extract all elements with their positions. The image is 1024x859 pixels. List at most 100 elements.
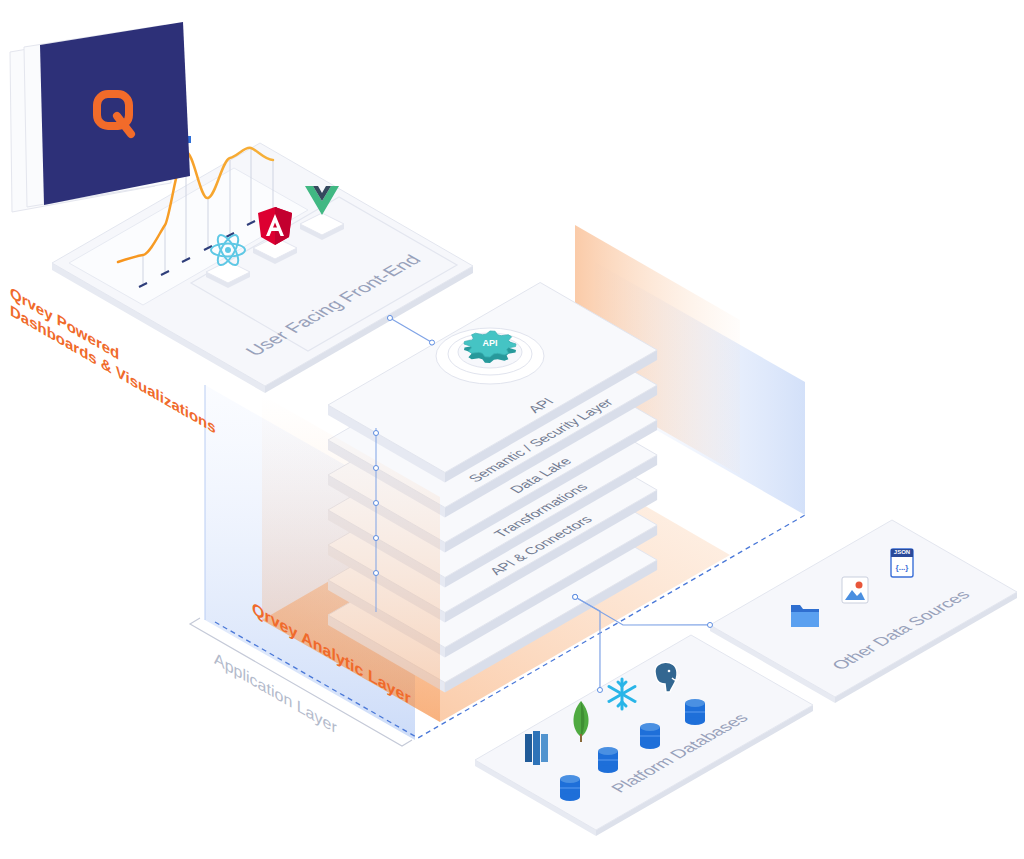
node-label: API & Connectors [485,513,595,577]
leader-line [376,428,377,612]
databases-panel [475,635,813,836]
node-label: API [524,396,557,415]
api-gear [436,328,544,384]
redshift-icon [525,734,532,762]
database-icon [685,717,705,725]
node-label: Other Data Sources [828,588,975,673]
connector-line [390,318,432,343]
framework-icons [300,213,344,240]
database-icon [640,736,660,737]
line-chart [208,198,209,248]
line-chart [251,148,252,223]
leader-line [374,428,379,612]
leader-line [374,431,379,436]
snowflake-icon [609,687,635,702]
dashboard-screen [40,22,190,205]
database-icon [598,765,618,773]
database-icon [560,793,580,801]
gear-label: API [482,338,497,349]
mongodb-icon [573,701,588,737]
angular-logo [258,207,292,245]
dashboard-screen [10,22,190,212]
react-logo [214,232,242,268]
react-logo [211,232,245,268]
database-icon [560,788,580,789]
snowflake-icon [622,702,626,706]
qrvey-logo [117,116,131,134]
database-icon [640,723,660,749]
json-file-icon [891,549,913,557]
image-icon [845,590,865,600]
mongodb-icon [581,701,584,737]
database-icon [598,760,618,761]
vue-logo [305,186,339,215]
postgres-icon [655,662,679,692]
database-icon [685,699,705,725]
leader-line [374,501,379,506]
snowflake-icon [609,687,635,702]
redshift-icon [525,731,548,765]
layer-slab: API & Connectors [328,423,657,613]
database-icon [560,775,580,783]
image-icon [856,582,863,589]
react-logo [214,232,242,268]
framework-icons [206,261,250,288]
folder-icon [791,605,819,627]
connector-line [575,597,710,625]
image-icon [842,577,868,603]
database-icon [560,775,580,801]
api-gear [436,328,544,384]
layer-slab: Transformations [328,388,657,578]
line-chart [139,283,147,287]
line-chart [182,258,190,262]
vue-logo [305,186,339,215]
json-file-icon [891,549,913,577]
folder-icon [791,605,819,627]
leader-line [374,571,379,576]
layer-name: Application Layer [214,648,337,738]
angular-logo [258,207,292,245]
postgres-icon [668,670,671,673]
gear-top [464,331,516,357]
redshift-icon [533,731,540,765]
databases-panel [475,635,813,830]
react-logo [211,244,245,257]
framework-icons [300,213,344,235]
mongodb-icon [573,701,588,742]
line-chart [273,160,274,210]
framework-icons [206,186,344,288]
line-chart [143,255,144,285]
layer-slab: API [328,283,657,473]
line-chart [247,221,255,225]
layer-slab: Data Lake [328,353,657,543]
postgres-icon [655,662,677,692]
database-icon [598,747,618,773]
leader-line [374,466,379,471]
snowflake-icon [622,682,626,686]
callout-title: Qrvey Powered Dashboards & Visualization… [10,283,216,438]
database-icon [640,741,660,749]
data-sources-panel [710,520,1017,697]
json-file-icon [891,549,913,577]
database-icon [685,712,705,713]
redshift-icon [541,734,548,762]
node-label: User Facing Front-End [241,252,426,359]
line-chart [230,160,231,235]
data-sources-panel: Other Data Sources [710,520,1017,697]
line-chart [161,271,169,275]
database-icon [640,723,660,731]
file-glyph: {...} [896,563,909,573]
line-chart [165,225,166,273]
database-icon [685,699,705,707]
vue-logo [313,186,331,201]
file-type: JSON [894,549,910,556]
react-logo [225,247,231,253]
snowflake-icon [609,679,635,709]
mongodb-icon [580,734,582,742]
image-icon [842,577,868,603]
database-icon [598,747,618,755]
